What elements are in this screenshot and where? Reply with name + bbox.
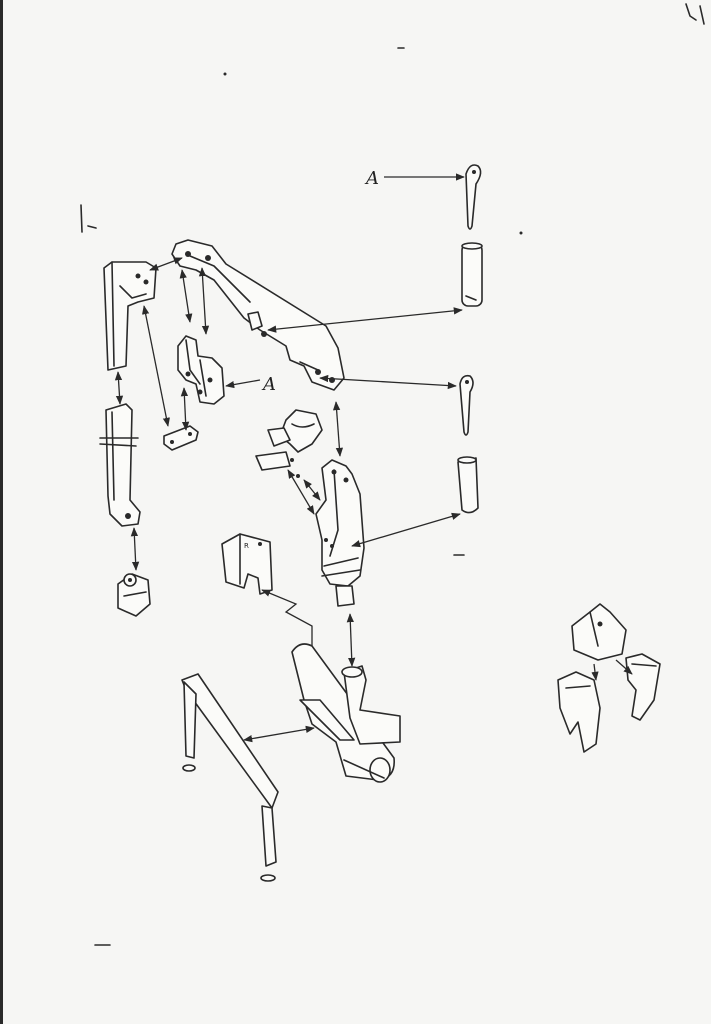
callout-a-top: A [364,168,465,189]
outrigger-leg [181,673,279,882]
base-crossbeam [291,643,401,783]
slewing-column [315,459,365,607]
pedestal-block: R [221,533,273,595]
scan-left-edge [0,0,3,1024]
callout-a-mid: A [225,374,276,395]
left-lower-arm [99,403,141,527]
swivel-mount [117,573,151,617]
hinge-pin-top [461,242,483,307]
control-seat [255,409,323,478]
left-upper-arm [103,261,157,371]
grab-jaw-left [557,671,601,753]
callout-a-mid-label: A [261,374,276,395]
callout-a-top-label: A [364,168,379,189]
cotter-pin-top [465,164,482,230]
callout-a-mid-arrow [225,379,261,389]
scan-noise [80,3,705,946]
assembly-arrows [114,257,633,743]
pedestal-mark: R [244,542,249,550]
grab-rotator [571,603,627,661]
grab-jaw-right [625,653,661,721]
hinge-pin-lower [457,456,479,514]
zigzag-leader [261,589,313,660]
link-plate [163,425,199,451]
cotter-pin-mid [459,374,474,436]
hinge-bracket [177,335,225,405]
